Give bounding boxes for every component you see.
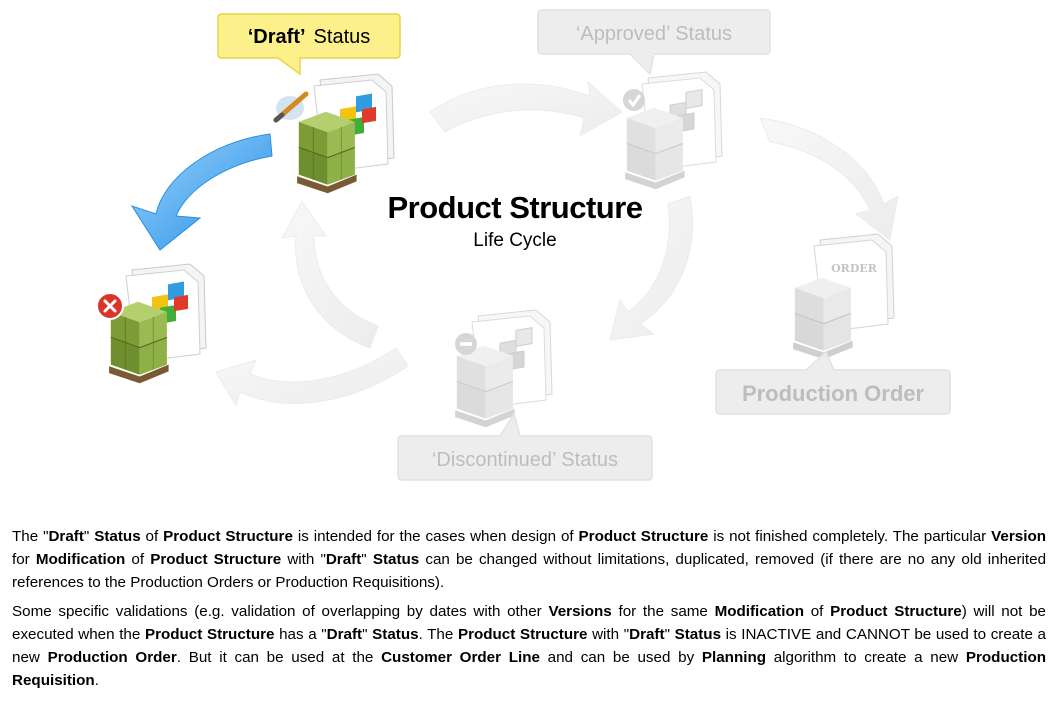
discontinued-product-icon — [454, 309, 553, 428]
faded-cycle-arrows — [215, 80, 899, 408]
draft-product-icon — [296, 73, 395, 194]
draft-status-callout: ‘Draft’ Status — [217, 13, 401, 76]
text-run: of — [125, 551, 151, 568]
bold-term: Draft — [325, 551, 362, 568]
arrow-discontinued-to-draft — [281, 201, 379, 349]
bold-term: Status — [674, 626, 722, 643]
text-run: " — [83, 528, 95, 545]
diagram-title: Product Structure — [387, 190, 643, 225]
text-run: . The — [418, 626, 458, 643]
bold-term: Production Requisition — [12, 649, 1047, 689]
text-run: . But it can be used at the — [176, 649, 382, 666]
bold-term: Modification — [35, 551, 126, 568]
approved-status-callout: ‘Approved’ Status — [537, 9, 771, 76]
text-run: " — [664, 626, 675, 643]
text-run: can be changed without limitations, dupl… — [12, 551, 1047, 591]
reject-icon — [96, 292, 124, 320]
approved-product-icon — [624, 71, 723, 190]
arrow-approved-to-discontinued — [609, 195, 694, 341]
draft-status-word: Status — [314, 26, 371, 48]
description-paragraph-1: The "Draft" Status of Product Structure … — [12, 525, 1046, 594]
bold-term: Status — [372, 551, 420, 568]
bold-term: Planning — [701, 649, 766, 666]
removed-product-icon — [108, 263, 207, 384]
bold-term: Production Order — [47, 649, 177, 666]
text-run: " — [361, 551, 373, 568]
bold-term: Draft — [326, 626, 363, 643]
text-run: has a " — [274, 626, 327, 643]
minus-icon — [455, 333, 477, 355]
check-icon — [623, 89, 645, 111]
text-run: with " — [281, 551, 326, 568]
text-run: ) will not be executed when the — [12, 603, 1046, 643]
text-run: " — [362, 626, 373, 643]
draft-quote-word: ‘Draft’ — [248, 26, 306, 48]
production-order-icon: ORDER — [792, 233, 895, 360]
bold-term: Draft — [48, 528, 84, 545]
svg-text:‘Draft’Status: ‘Draft’ Status — [248, 26, 371, 48]
text-run: of — [140, 528, 164, 545]
text-run: is not finished completely. The particul… — [708, 528, 992, 545]
text-run: of — [804, 603, 831, 620]
text-run: and can be used by — [539, 649, 702, 666]
arrow-draft-to-approved — [429, 80, 623, 137]
bold-term: Version — [991, 528, 1046, 545]
text-run: is intended for the cases when design of — [292, 528, 579, 545]
bold-term: Modification — [714, 603, 805, 620]
text-run: for — [12, 551, 36, 568]
bold-term: Status — [372, 626, 419, 643]
arrow-discontinued-to-rejected — [215, 347, 409, 408]
description-paragraph-2: Some specific validations (e.g. validati… — [12, 600, 1046, 692]
order-doc-stamp: ORDER — [831, 262, 878, 275]
discontinued-status-label: ‘Discontinued’ Status — [432, 449, 618, 471]
pencil-icon — [273, 91, 309, 123]
bold-term: Customer Order Line — [381, 649, 540, 666]
lifecycle-diagram: ‘Draft’ Status ‘Approved’ Status ORDER Pr… — [96, 9, 951, 481]
bold-term: Draft — [629, 626, 665, 643]
production-order-label: Production Order — [742, 381, 925, 406]
text-run: is INACTIVE and CANNOT be used to create… — [12, 626, 1046, 666]
text-run: for the same — [611, 603, 715, 620]
text-run: The " — [12, 528, 49, 545]
production-order-callout: Production Order — [715, 350, 951, 415]
text-run: algorithm to create a new — [766, 649, 966, 666]
text-run: with " — [587, 626, 630, 643]
bold-term: Product Structure — [150, 551, 282, 568]
approved-status-label: ‘Approved’ Status — [576, 23, 732, 45]
bold-term: Product Structure — [830, 603, 962, 620]
bold-term: Versions — [548, 603, 612, 620]
diagram-subtitle: Life Cycle — [473, 230, 557, 251]
bold-term: Status — [94, 528, 141, 545]
arrow-approved-to-order — [759, 117, 899, 241]
active-arrow-icon — [130, 133, 273, 251]
text-run: . — [94, 672, 99, 689]
bold-term: Product Structure — [144, 626, 275, 643]
bold-term: Product Structure — [163, 528, 293, 545]
text-run: Some specific validations (e.g. validati… — [12, 603, 549, 620]
bold-term: Product Structure — [578, 528, 709, 545]
bold-term: Product Structure — [457, 626, 588, 643]
discontinued-status-callout: ‘Discontinued’ Status — [397, 412, 653, 481]
